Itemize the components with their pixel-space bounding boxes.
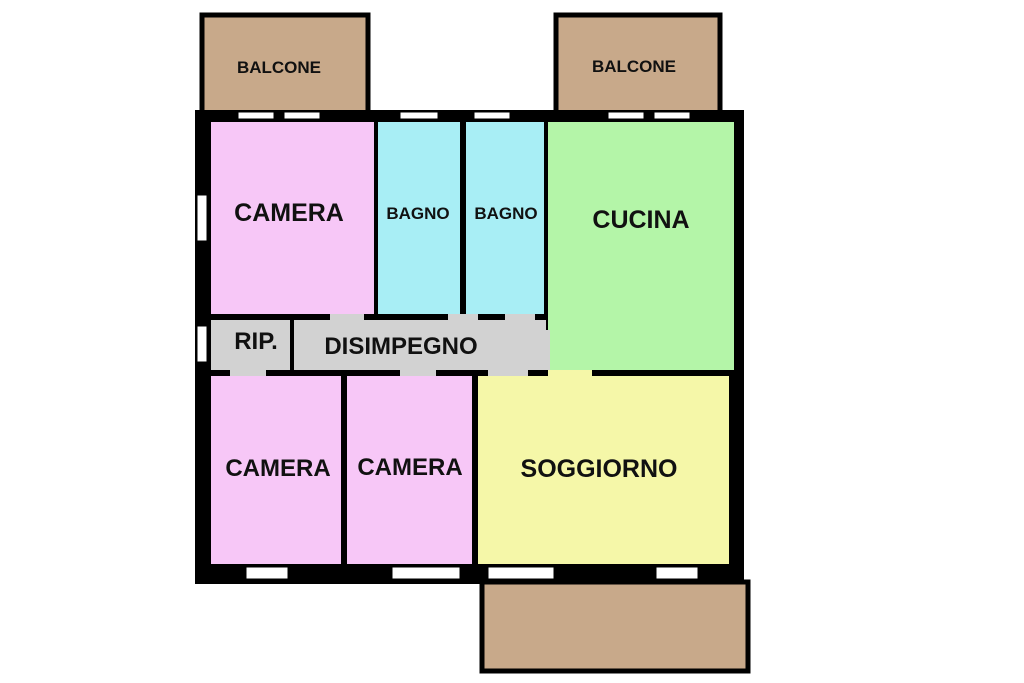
- cucina-area: [548, 122, 734, 370]
- camera-top-area: [211, 122, 374, 314]
- balcone-right-label: BALCONE: [592, 57, 676, 76]
- camera-bottom-left-label: CAMERA: [225, 455, 330, 482]
- camera-top-label: CAMERA: [234, 199, 344, 227]
- window: [473, 111, 511, 120]
- ripostiglio-area: [211, 320, 290, 370]
- door-opening: [448, 314, 478, 320]
- door-opening: [548, 370, 592, 376]
- window: [245, 566, 289, 580]
- camera-bottom-middle-label: CAMERA: [357, 454, 462, 481]
- camera-bottom-middle-area: [347, 376, 472, 564]
- window: [237, 111, 275, 120]
- door-opening: [546, 330, 550, 370]
- balcone-bottom-area: [479, 579, 751, 674]
- door-opening: [488, 370, 528, 376]
- window: [607, 111, 645, 120]
- door-opening: [230, 370, 266, 376]
- door-opening: [400, 370, 436, 376]
- window: [196, 194, 208, 242]
- disimpegno-area: [294, 320, 546, 370]
- door-opening: [505, 314, 535, 320]
- camera-bottom-left-area: [211, 376, 341, 564]
- bagno-2-area: [466, 122, 544, 314]
- window: [196, 325, 208, 363]
- balcone-left-label: BALCONE: [237, 58, 321, 77]
- ripostiglio-label: RIP.: [234, 328, 278, 355]
- window: [391, 566, 461, 580]
- window: [283, 111, 321, 120]
- cucina-label: CUCINA: [592, 206, 689, 234]
- window: [653, 111, 691, 120]
- soggiorno-label: SOGGIORNO: [521, 455, 678, 483]
- window: [487, 566, 555, 580]
- soggiorno-area: [478, 376, 729, 564]
- bagno-1-area: [378, 122, 460, 314]
- door-opening: [330, 314, 364, 320]
- bagno-2-label: BAGNO: [474, 204, 537, 223]
- bagno-1-label: BAGNO: [386, 204, 449, 223]
- disimpegno-label: DISIMPEGNO: [324, 333, 477, 360]
- window: [655, 566, 699, 580]
- window: [399, 111, 439, 120]
